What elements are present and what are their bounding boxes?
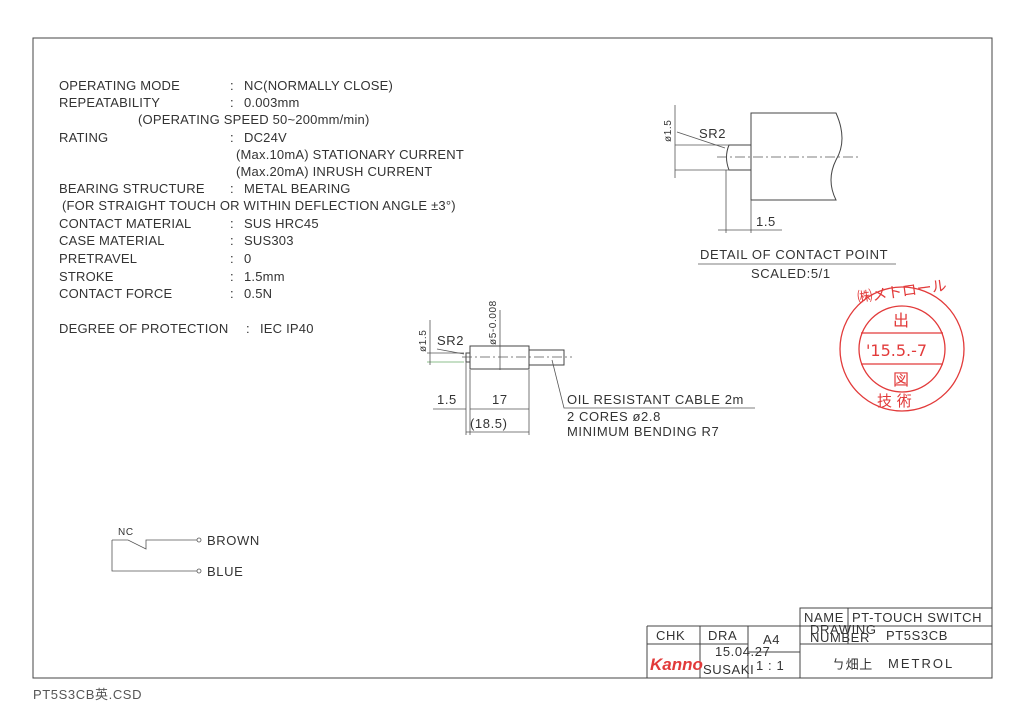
cable-note: MINIMUM BENDING R7 xyxy=(567,424,719,439)
contact-tip xyxy=(465,352,471,363)
title-block: CHK DRA A4 1 : 1 Kanno 15.04.27 SUSAKI N… xyxy=(646,607,992,678)
detail-diameter-label: ø1.5 xyxy=(663,120,674,142)
spec-row: BEARING STRUCTURE : METAL BEARING xyxy=(59,181,351,196)
drawing-number-label: DRAWING xyxy=(810,622,877,637)
spec-row: CASE MATERIAL : SUS303 xyxy=(59,233,294,248)
cable-note: 2 CORES ø2.8 xyxy=(567,409,661,424)
spec-colon: : xyxy=(230,233,234,248)
detail-sr-label: SR2 xyxy=(699,126,726,141)
spec-label: STROKE xyxy=(59,269,114,284)
spec-row: OPERATING MODE : NC(NORMALLY CLOSE) xyxy=(59,78,393,93)
approval-stamp: 出 '15.5.-7 図 ㈱メトロール 技 術 xyxy=(839,276,965,412)
company-logo: ㄅ畑上 xyxy=(832,657,873,672)
paper-size: A4 xyxy=(763,632,780,647)
spec-value: IEC IP40 xyxy=(260,321,314,336)
spec-value: NC(NORMALLY CLOSE) xyxy=(244,78,393,93)
drawing-name: PT-TOUCH SWITCH xyxy=(852,610,982,625)
spec-value: 0.5N xyxy=(244,286,272,301)
drafter-name: SUSAKI xyxy=(703,662,754,677)
name-label: NAME xyxy=(804,610,844,625)
spec-value: (OPERATING SPEED 50~200mm/min) xyxy=(138,112,370,127)
spec-value: 0.003mm xyxy=(244,95,300,110)
spec-colon: : xyxy=(230,269,234,284)
total-length-dim: (18.5) xyxy=(470,416,508,431)
cable-note: OIL RESISTANT CABLE 2m xyxy=(567,392,744,407)
spec-row: CONTACT FORCE : 0.5N xyxy=(59,286,272,301)
switch-body xyxy=(469,345,530,370)
brown-wire-label: BROWN xyxy=(207,533,260,548)
spec-label: PRETRAVEL xyxy=(59,251,137,266)
spec-colon: : xyxy=(230,216,234,231)
spec-colon: : xyxy=(230,95,234,110)
stamp-arc: ㈱メトロール xyxy=(856,276,948,306)
spec-label: CASE MATERIAL xyxy=(59,233,165,248)
spec-label: OPERATING MODE xyxy=(59,78,180,93)
spec-label: DEGREE OF PROTECTION xyxy=(59,321,228,336)
detail-dim: 1.5 xyxy=(756,214,776,229)
spec-label: CONTACT MATERIAL xyxy=(59,216,192,231)
spec-row: PRETRAVEL : 0 xyxy=(59,251,251,266)
spec-row: CONTACT MATERIAL : SUS HRC45 xyxy=(59,216,319,231)
spec-value: (Max.10mA) STATIONARY CURRENT xyxy=(236,147,464,162)
detail-view: ø1.5 SR2 1.5 DETAIL OF CONTACT POINT SCA… xyxy=(663,105,896,281)
body-length-dim: 17 xyxy=(492,392,508,407)
blue-wire-label: BLUE xyxy=(207,564,243,579)
spec-colon: : xyxy=(230,130,234,145)
cable xyxy=(528,349,565,366)
spec-value: 0 xyxy=(244,251,251,266)
tip-diameter-label: ø1.5 xyxy=(418,330,429,352)
detail-title: DETAIL OF CONTACT POINT xyxy=(700,247,888,262)
nc-label: NC xyxy=(118,527,134,538)
main-view: ø1.5 SR2 ø5-0.008 1.5 17 (18.5) OIL RESI… xyxy=(418,300,755,439)
file-name: PT5S3CB英.CSD xyxy=(33,687,143,702)
stamp-date: '15.5.-7 xyxy=(866,341,927,360)
drawing-scale: 1 : 1 xyxy=(756,658,784,673)
spec-label: BEARING STRUCTURE xyxy=(59,181,205,196)
spec-row: DEGREE OF PROTECTION : IEC IP40 xyxy=(59,321,314,336)
spec-row: REPEATABILITY : 0.003mm xyxy=(59,95,300,110)
spec-list: OPERATING MODE : NC(NORMALLY CLOSE) REPE… xyxy=(59,78,464,336)
stamp-top: 出 xyxy=(893,311,909,330)
sheet-border xyxy=(32,37,993,679)
spec-label: RATING xyxy=(59,130,108,145)
stamp-lower: 技 術 xyxy=(877,392,912,410)
body-diameter-label: ø5-0.008 xyxy=(488,300,499,345)
spec-row: STROKE : 1.5mm xyxy=(59,269,285,284)
spec-value: 1.5mm xyxy=(244,269,285,284)
drawing-number: PT5S3CB xyxy=(886,628,948,643)
spec-colon: : xyxy=(230,251,234,266)
spec-row: RATING : DC24V xyxy=(59,130,287,145)
dra-header: DRA xyxy=(708,628,737,643)
spec-value: DC24V xyxy=(244,130,287,145)
spec-colon: : xyxy=(230,181,234,196)
detail-scale: SCALED:5/1 xyxy=(751,266,831,281)
tip-length-dim: 1.5 xyxy=(437,392,457,407)
spec-value: SUS HRC45 xyxy=(244,216,319,231)
spec-colon: : xyxy=(246,321,250,336)
spec-value: (Max.20mA) INRUSH CURRENT xyxy=(236,164,432,179)
spec-colon: : xyxy=(230,286,234,301)
spec-value: METAL BEARING xyxy=(244,181,351,196)
checker-signature: Kanno xyxy=(650,655,703,674)
spec-label: CONTACT FORCE xyxy=(59,286,172,301)
drawing-number-label: NUMBER xyxy=(810,630,870,645)
wiring-diagram: NC BROWN BLUE xyxy=(111,527,260,579)
stamp-bottom: 図 xyxy=(893,370,909,389)
spec-value: (FOR STRAIGHT TOUCH OR WITHIN DEFLECTION… xyxy=(62,198,456,213)
spec-value: SUS303 xyxy=(244,233,294,248)
company-name: METROL xyxy=(888,656,954,671)
drafted-date: 15.04.27 xyxy=(715,644,770,659)
chk-header: CHK xyxy=(656,628,685,643)
spec-label: REPEATABILITY xyxy=(59,95,160,110)
sr-label: SR2 xyxy=(437,333,464,348)
spec-colon: : xyxy=(230,78,234,93)
